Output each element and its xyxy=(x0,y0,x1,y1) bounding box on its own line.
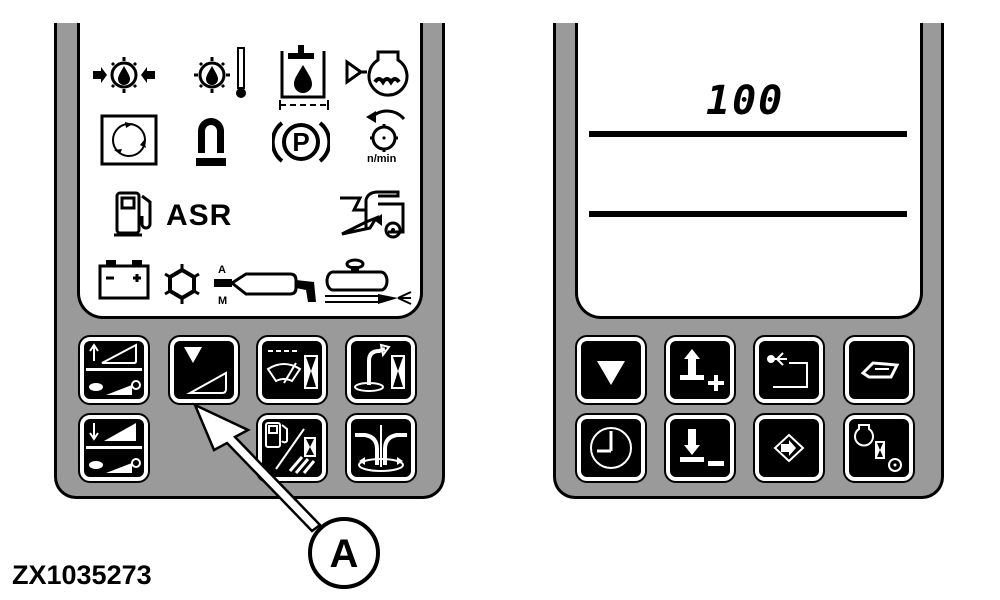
fuel-icon xyxy=(112,190,157,238)
raise-speed-key[interactable] xyxy=(78,335,150,405)
display-divider-bottom xyxy=(589,211,907,217)
wiper-timer-key[interactable] xyxy=(256,335,328,405)
parking-brake-icon: P xyxy=(272,117,330,167)
oil-filter-pressure-icon xyxy=(93,50,155,100)
display-divider-top xyxy=(589,131,907,137)
fuel-timer-key[interactable] xyxy=(256,413,328,483)
rotation-speed-icon xyxy=(362,105,412,155)
map-key[interactable] xyxy=(843,335,915,405)
spout-rotate-key[interactable] xyxy=(345,413,417,483)
enter-key[interactable] xyxy=(753,413,825,483)
clock-key[interactable] xyxy=(575,413,647,483)
hydraulic-oil-level-icon xyxy=(278,45,330,113)
spout-timer-key[interactable] xyxy=(345,335,417,405)
snowflake-gear-icon xyxy=(163,264,201,304)
reduce-lower-key[interactable] xyxy=(168,335,240,405)
figure-code: ZX1035273 xyxy=(12,560,152,590)
asr-indicator: ASR xyxy=(166,199,233,232)
callout-label-a: A xyxy=(308,517,380,589)
rpm-unit-label: n/min xyxy=(367,153,397,165)
right-lcd-display xyxy=(575,23,923,319)
return-key[interactable] xyxy=(753,335,825,405)
battery-icon xyxy=(98,258,150,300)
svg-text:P: P xyxy=(292,127,309,157)
lower-speed-key[interactable] xyxy=(78,413,150,483)
lower-minus-key[interactable] xyxy=(664,413,736,483)
am-cylinder-icon: A M xyxy=(212,262,322,306)
raise-plus-key[interactable] xyxy=(664,335,736,405)
engine-timer-key[interactable] xyxy=(843,413,915,483)
recirculation-icon xyxy=(100,114,158,166)
tank-spray-icon xyxy=(323,258,413,306)
display-value: 100 xyxy=(706,78,785,124)
svg-text:M: M xyxy=(218,295,227,306)
svg-text:A: A xyxy=(218,264,226,276)
header-machine-icon xyxy=(338,190,410,240)
down-arrow-key[interactable] xyxy=(575,335,647,405)
magnet-icon xyxy=(194,113,228,167)
oil-temperature-icon xyxy=(192,45,252,100)
engine-coolant-icon xyxy=(345,50,410,102)
